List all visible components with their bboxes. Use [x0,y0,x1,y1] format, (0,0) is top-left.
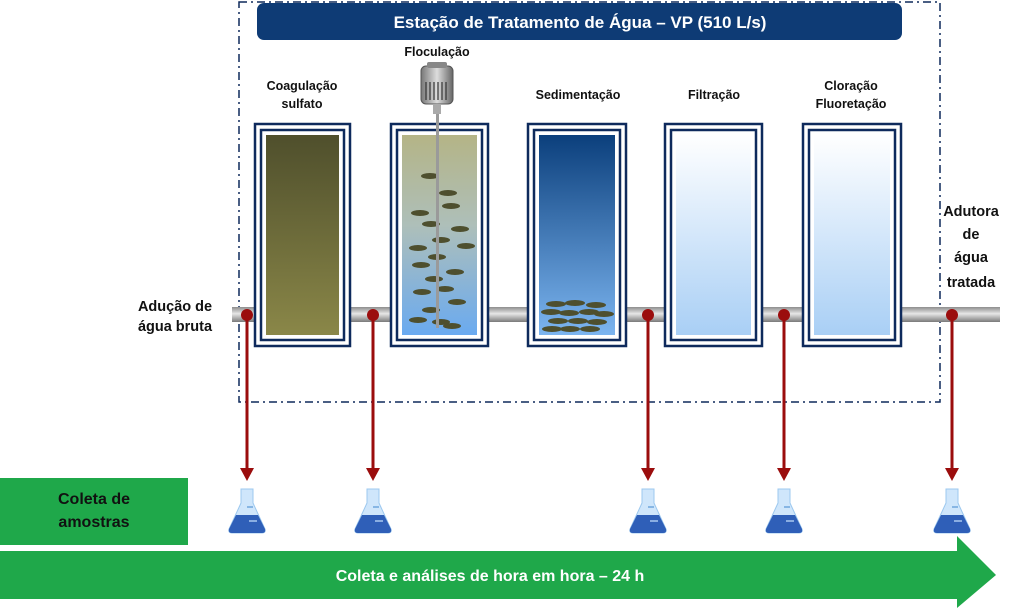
arrow-down-icon [777,468,791,481]
inlet-label: Adução de [138,299,212,315]
outlet-label-2: de [963,227,980,243]
sampling-label: Coleta de [58,491,130,508]
floc-particle [446,269,464,275]
flask-icon [933,488,971,534]
sludge-particle [542,326,562,332]
floc-particle [439,190,457,196]
sampling-box: Coleta de amostras [0,478,188,545]
sludge-particle [565,300,585,306]
arrow-down-icon [366,468,380,481]
plant-boundary [238,1,941,403]
title-banner: Estação de Tratamento de Água – VP (510 … [257,3,902,40]
sludge-particle [546,301,566,307]
outlet-label-4: tratada [947,275,996,291]
timeline-label: Coleta e análises de hora em hora – 24 h [336,568,645,585]
sludge-particle [587,319,607,325]
stage-label-flocculation: Floculação [404,45,470,59]
sludge-particle [541,309,561,315]
sludge-particles [541,300,614,332]
stage-label-filtration: Filtração [688,88,740,102]
title-text: Estação de Tratamento de Água – VP (510 … [394,13,767,32]
arrow-down-icon [240,468,254,481]
inlet-label-2: água bruta [138,319,213,335]
sludge-particle [579,309,599,315]
mixer-motor-icon [420,62,454,328]
floc-particle [448,299,466,305]
floc-particle [442,203,460,209]
sludge-particle [559,310,579,316]
floc-particle [422,307,440,313]
outlet-label: Adutora [943,204,1000,220]
tank-sedimentation [526,122,628,348]
floc-particle [409,245,427,251]
flask-icon [354,488,392,534]
flask-icon [228,488,266,534]
outlet-label-3: água [954,250,989,266]
stage-label-sedimentation: Sedimentação [536,88,621,102]
timeline-arrow: Coleta e análises de hora em hora – 24 h [0,536,996,608]
sampling-tap-icon [778,309,790,321]
tank-filtration [663,122,764,348]
tank-flocculation [389,122,490,348]
stage-label-fluoridation: Fluoretação [816,97,887,111]
flask-icon [629,488,667,534]
sampling-tap-icon [241,309,253,321]
floc-particle [422,221,440,227]
floc-particle [436,286,454,292]
floc-particle [413,289,431,295]
tank-chlorination [801,122,903,348]
floc-particle [443,323,461,329]
stage-label-coagulation: Coagulação [267,79,338,93]
sludge-particle [548,318,568,324]
sampling-tap-icon [367,309,379,321]
sampling-point [933,309,971,534]
floc-particle [421,173,439,179]
sampling-tap-icon [946,309,958,321]
stage-label-coagulation-2: sulfato [282,97,323,111]
floc-particle [409,317,427,323]
sampling-point [228,309,266,534]
sampling-label-2: amostras [58,514,129,531]
floc-particle [457,243,475,249]
tank-coagulation [253,122,352,348]
floc-particle [432,237,450,243]
sludge-particle [580,326,600,332]
sampling-point [629,309,667,534]
stage-label-chlorination: Cloração [824,79,878,93]
sampling-point [354,309,392,534]
floc-particle [411,210,429,216]
sampling-tap-icon [642,309,654,321]
floc-particle [412,262,430,268]
floc-particles [409,173,475,329]
sludge-particle [586,302,606,308]
sludge-particle [568,318,588,324]
arrow-down-icon [945,468,959,481]
arrow-down-icon [641,468,655,481]
sludge-particle [560,326,580,332]
sludge-particle [594,311,614,317]
flask-icon [765,488,803,534]
floc-particle [425,276,443,282]
sampling-point [765,309,803,534]
floc-particle [451,226,469,232]
